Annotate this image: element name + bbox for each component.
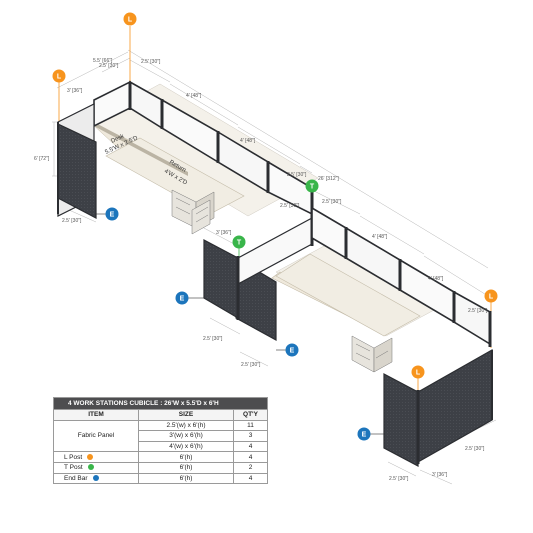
svg-text:T: T	[310, 184, 315, 191]
t-post-badge-top: T	[305, 179, 319, 193]
svg-text:E: E	[180, 296, 185, 303]
dim-mid-base-a: 2.5' [30"]	[203, 336, 223, 342]
table-row: 4'(w) x 6'(h) 4	[54, 440, 268, 453]
l-post-dot-icon	[87, 453, 94, 460]
dim-right-base-b: 3' [36"]	[432, 472, 448, 478]
svg-text:L: L	[128, 17, 133, 24]
spec-table: 4 WORK STATIONS CUBICLE : 26'W x 5.5'D x…	[53, 397, 268, 485]
size-cell: 4'(w) x 6'(h)	[138, 440, 234, 453]
pedestal-right	[351, 335, 393, 373]
dim-mid-25: 2.5' [30"]	[280, 203, 300, 209]
desk-right	[271, 231, 461, 337]
dimension-guides	[52, 49, 497, 485]
header-item: ITEM	[53, 409, 139, 421]
end-bar-badge-right: E	[357, 427, 384, 441]
posts-back-right	[344, 227, 492, 347]
dim-back-4d: 4' [48"]	[428, 276, 444, 282]
table-row: L Post 6'(h) 4	[53, 451, 268, 463]
end-bar-badge-mid-right: E	[276, 343, 299, 357]
dim-back-top-1: 2.5' [30"]	[141, 59, 161, 65]
end-bar-badge-left: E	[96, 207, 119, 221]
dim-back-4a: 4' [48"]	[186, 93, 202, 99]
size-cell: 6'(h)	[138, 461, 234, 474]
header-size: SIZE	[138, 409, 234, 421]
dim-left-return: 3' [36"]	[67, 88, 83, 94]
qty-cell: 4	[233, 440, 268, 453]
dim-overall-width: 26' [312"]	[318, 176, 339, 182]
dim-mid-base-b: 2.5' [30"]	[241, 362, 261, 368]
item-t-post: T Post	[64, 464, 83, 472]
size-cell: 6'(h)	[138, 451, 234, 463]
dim-right-end-25: 2.5' [30"]	[468, 308, 488, 314]
pedestal-left	[171, 189, 215, 235]
table-row: 3'(w) x 6'(h) 3	[54, 430, 268, 442]
end-panel-left	[57, 103, 97, 219]
svg-text:L: L	[489, 294, 494, 301]
dim-mid-3: 3' [36"]	[216, 230, 232, 236]
qty-cell: 4	[233, 451, 268, 463]
posts-back-left	[128, 82, 314, 215]
dim-depth-total: 5.5' [66"]	[93, 58, 113, 64]
item-fabric-panel: Fabric Panel	[53, 419, 139, 453]
header-qty: QT'Y	[233, 409, 268, 421]
svg-text:L: L	[416, 370, 421, 377]
dim-back-4b: 4' [48"]	[240, 138, 256, 144]
size-cell: 3'(w) x 6'(h)	[138, 430, 234, 442]
dim-right-base-c: 2.5' [30"]	[465, 446, 485, 452]
middle-divider-panels	[203, 214, 314, 342]
l-post-badge-left: L	[52, 69, 66, 83]
dim-back-25a: 2.5' [30"]	[287, 172, 307, 178]
table-title-row: 4 WORK STATIONS CUBICLE : 26'W x 5.5'D x…	[53, 397, 268, 410]
end-bar-dot-icon	[92, 474, 99, 481]
svg-text:L: L	[57, 74, 62, 81]
l-post-badge-bottom: L	[411, 365, 425, 379]
desk-label: Desk	[110, 133, 126, 145]
dim-back-4c: 4' [48"]	[372, 234, 388, 240]
table-row: End Bar 6'(h) 4	[53, 472, 268, 485]
svg-text:E: E	[110, 212, 115, 219]
end-panel-right	[383, 348, 493, 467]
end-bar-badge-mid-left: E	[175, 291, 204, 305]
table-header-row: ITEM SIZE QT'Y	[53, 409, 268, 421]
dim-right-25: 2.5' [30"]	[322, 199, 342, 205]
svg-text:T: T	[237, 240, 242, 247]
size-cell: 2.5'(w) x 6'(h)	[138, 419, 234, 432]
qty-cell: 3	[233, 430, 268, 442]
item-end-bar: End Bar	[64, 474, 88, 482]
size-cell: 6'(h)	[138, 472, 234, 485]
table-row: T Post 6'(h) 2	[53, 461, 268, 474]
dimension-labels: 5.5' [66"] 2.5' [30"] 2.5' [30"] 3' [36"…	[34, 58, 488, 482]
table-row: Fabric Panel 2.5'(w) x 6'(h) 11	[53, 419, 268, 453]
dim-left-top: 2.5' [30"]	[99, 63, 119, 69]
dim-height: 6' [72"]	[34, 156, 50, 162]
qty-cell: 2	[233, 461, 268, 474]
t-post-dot-icon	[87, 464, 94, 471]
dim-left-base: 2.5' [30"]	[62, 218, 82, 224]
l-post-badge-top: L	[123, 12, 137, 26]
qty-cell: 11	[233, 419, 268, 432]
svg-text:E: E	[362, 432, 367, 439]
l-post-badge-right: L	[484, 289, 498, 303]
svg-text:E: E	[290, 348, 295, 355]
qty-cell: 4	[233, 472, 268, 485]
table-title: 4 WORK STATIONS CUBICLE : 26'W x 5.5'D x…	[53, 397, 268, 410]
t-post-badge-mid: T	[232, 235, 246, 249]
item-l-post: L Post	[64, 453, 83, 461]
dim-right-base-a: 2.5' [30"]	[389, 476, 409, 482]
